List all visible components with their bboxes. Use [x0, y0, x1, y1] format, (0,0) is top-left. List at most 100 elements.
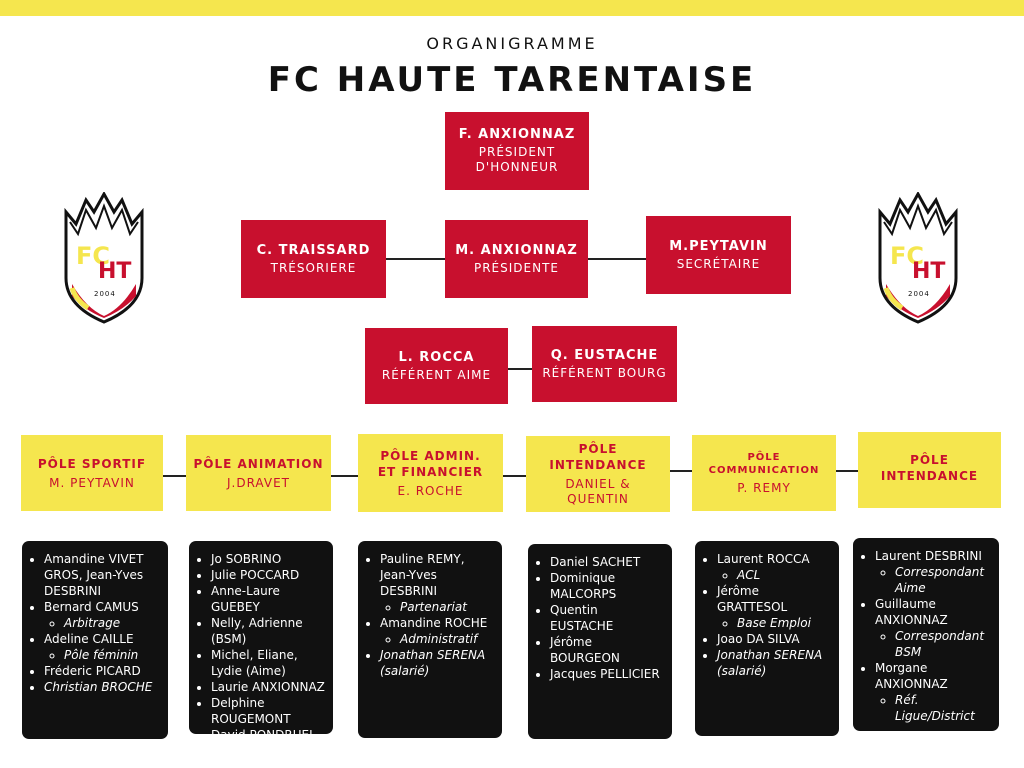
- box-referent-bourg: Q. EUSTACHE RÉFÉRENT BOURG: [532, 326, 677, 402]
- member-role: PRÉSIDENTE: [473, 261, 560, 275]
- member-sublist: Administratif: [380, 631, 494, 647]
- member-sublist: Correspondant Aime: [875, 564, 991, 596]
- list-item: Quentin EUSTACHE: [550, 602, 664, 634]
- pole-header-animation: PÔLE ANIMATION J.DRAVET: [186, 435, 331, 511]
- member-name: Delphine ROUGEMONT: [211, 696, 291, 726]
- logo-initials-ht: HT: [98, 259, 131, 284]
- list-item: Bernard CAMUSArbitrage: [44, 599, 160, 631]
- member-name: Laurent ROCCA: [717, 552, 810, 566]
- pole-title: PÔLE COMMUNICATION: [708, 451, 820, 476]
- pole-header-intendance-2: PÔLE INTENDANCE: [858, 432, 1001, 508]
- logo-initials-fc: FC: [76, 242, 110, 270]
- pole-members-intendance: Daniel SACHET Dominique MALCORPSQuentin E…: [528, 544, 672, 739]
- member-role-note: Correspondant Aime: [895, 564, 991, 596]
- connector-pole-3-4: [503, 475, 526, 477]
- member-role-note: Correspondant BSM: [895, 628, 991, 660]
- list-item: Laurent ROCCAACL: [717, 551, 831, 583]
- list-item: Laurie ANXIONNAZ: [211, 679, 325, 695]
- list-item: Anne-Laure GUEBEY: [211, 583, 325, 615]
- list-item: Morgane ANXIONNAZRéf. Ligue/District: [875, 660, 991, 724]
- list-item: Christian BROCHE: [44, 679, 160, 695]
- pole-members-admin: Pauline REMY, Jean-Yves DESBRINIPartenar…: [358, 541, 502, 738]
- member-list: Jo SOBRINO Julie POCCARD Anne-Laure GUEBEY…: [197, 551, 325, 734]
- member-list: Laurent ROCCAACLJérôme GRATTESOLBase Emp…: [703, 551, 831, 679]
- logo-initials-fc: FC: [890, 242, 924, 270]
- club-logo-right: FC HT 2004: [878, 192, 958, 324]
- member-list: Laurent DESBRINICorrespondant AimeGuilla…: [861, 548, 991, 724]
- member-sublist: Pôle féminin: [44, 647, 160, 663]
- member-list: Daniel SACHET Dominique MALCORPSQuentin E…: [536, 554, 664, 682]
- connector-pole-2-3: [331, 475, 358, 477]
- member-name: Laurie ANXIONNAZ: [211, 680, 325, 694]
- list-item: Jérôme BOURGEON: [550, 634, 664, 666]
- pole-members-sportif: Amandine VIVET GROS, Jean-Yves DESBRINIB…: [22, 541, 168, 739]
- logo-initials-ht: HT: [912, 259, 945, 284]
- pole-title: PÔLE INTENDANCE: [880, 453, 979, 483]
- member-name: Fréderic PICARD: [44, 664, 141, 678]
- list-item: Dominique MALCORPS: [550, 570, 664, 602]
- pole-title: PÔLE ADMIN. ET FINANCIER: [377, 448, 484, 479]
- box-secretaire: M.PEYTAVIN SECRÉTAIRE: [646, 216, 791, 294]
- member-name: F. ANXIONNAZ: [458, 127, 576, 142]
- pole-header-admin: PÔLE ADMIN. ET FINANCIER E. ROCHE: [358, 434, 503, 512]
- box-tresoriere: C. TRAISSARD TRÉSORIERE: [241, 220, 386, 298]
- pole-title: PÔLE SPORTIF: [37, 456, 147, 471]
- list-item: Fréderic PICARD: [44, 663, 160, 679]
- member-role-note: Pôle féminin: [64, 647, 160, 663]
- member-name: L. ROCCA: [398, 350, 475, 365]
- list-item: Delphine ROUGEMONT: [211, 695, 325, 727]
- member-role-note: Partenariat: [400, 599, 494, 615]
- member-sublist: Correspondant BSM: [875, 628, 991, 660]
- member-name: Jonathan SERENA (salarié): [717, 648, 823, 678]
- connector-referents: [508, 368, 532, 370]
- list-item: Michel, Eliane, Lydie (Aime): [211, 647, 325, 679]
- member-name: Jonathan SERENA (salarié): [380, 648, 486, 678]
- list-item: Laurent DESBRINICorrespondant Aime: [875, 548, 991, 596]
- list-item: Julie POCCARD: [211, 567, 325, 583]
- member-name: Morgane ANXIONNAZ: [875, 661, 948, 691]
- connector-presidente-secretaire: [588, 258, 646, 260]
- member-name: Jérôme GRATTESOL: [717, 584, 788, 614]
- list-item: Jo SOBRINO: [211, 551, 325, 567]
- list-item: David PONDRUEL: [211, 727, 325, 734]
- member-name: Jérôme BOURGEON: [550, 635, 620, 665]
- pole-header-intendance: PÔLE INTENDANCE DANIEL & QUENTIN: [526, 436, 670, 512]
- connector-pole-5-6: [836, 470, 858, 472]
- member-role: RÉFÉRENT BOURG: [542, 366, 667, 380]
- pole-members-intendance-2: Laurent DESBRINICorrespondant AimeGuilla…: [853, 538, 999, 731]
- member-role-note: Administratif: [400, 631, 494, 647]
- list-item: Joao DA SILVA: [717, 631, 831, 647]
- logo-year: 2004: [908, 290, 930, 298]
- member-name: Daniel SACHET: [550, 555, 641, 569]
- top-accent-bar: [0, 0, 1024, 16]
- list-item: Amandine ROCHEAdministratif: [380, 615, 494, 647]
- pole-head: DANIEL & QUENTIN: [565, 477, 631, 506]
- member-role: RÉFÉRENT AIME: [381, 368, 492, 382]
- pole-members-animation: Jo SOBRINO Julie POCCARD Anne-Laure GUEBEY…: [189, 541, 333, 734]
- member-name: Joao DA SILVA: [717, 632, 800, 646]
- member-sublist: ACL: [717, 567, 831, 583]
- list-item: Guillaume ANXIONNAZCorrespondant BSM: [875, 596, 991, 660]
- connector-pole-1-2: [163, 475, 186, 477]
- member-name: Julie POCCARD: [211, 568, 300, 582]
- member-name: Amandine VIVET GROS, Jean-Yves DESBRINI: [44, 552, 144, 598]
- list-item: Jonathan SERENA (salarié): [717, 647, 831, 679]
- member-sublist: Arbitrage: [44, 615, 160, 631]
- member-name: Dominique MALCORPS: [550, 571, 617, 601]
- pole-members-communication: Laurent ROCCAACLJérôme GRATTESOLBase Emp…: [695, 541, 839, 736]
- member-name: Adeline CAILLE: [44, 632, 134, 646]
- member-name: Q. EUSTACHE: [550, 348, 659, 363]
- pole-head: E. ROCHE: [397, 483, 464, 498]
- member-name: Jo SOBRINO: [211, 552, 282, 566]
- member-name: Nelly, Adrienne (BSM): [211, 616, 303, 646]
- member-name: Anne-Laure GUEBEY: [211, 584, 280, 614]
- list-item: Daniel SACHET: [550, 554, 664, 570]
- member-sublist: Partenariat: [380, 599, 494, 615]
- member-list: Pauline REMY, Jean-Yves DESBRINIPartenar…: [366, 551, 494, 679]
- member-name: Michel, Eliane, Lydie (Aime): [211, 648, 298, 678]
- member-name: Laurent DESBRINI: [875, 549, 982, 563]
- member-name: C. TRAISSARD: [256, 243, 371, 258]
- box-president-honneur: F. ANXIONNAZ PRÉSIDENT D'HONNEUR: [445, 112, 589, 190]
- member-role: SECRÉTAIRE: [676, 257, 761, 271]
- member-name: M. ANXIONNAZ: [455, 243, 578, 258]
